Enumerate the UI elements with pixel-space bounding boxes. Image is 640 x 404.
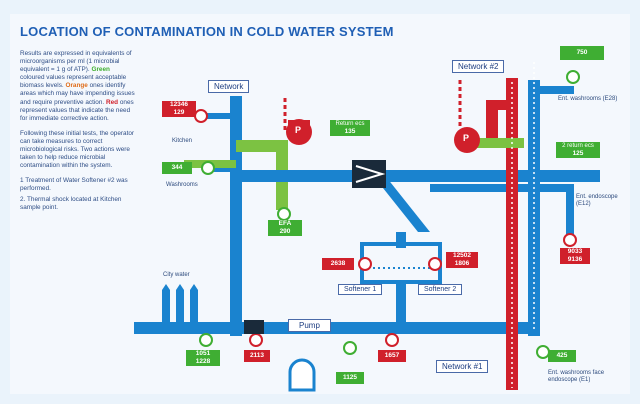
efa-label: EFA (278, 220, 292, 227)
description-actions: Following these initial tests, the opera… (20, 129, 135, 170)
kitchen-value-2: 129 (173, 109, 185, 116)
softener1-value: 2638 (330, 260, 346, 267)
softener-outlet (396, 280, 406, 324)
v2113-value: 2113 (249, 352, 265, 359)
v1657-value: 1657 (384, 352, 400, 359)
desc-p1-a: Results are expressed in equivalents of … (20, 50, 132, 74)
e28-label: Ent. washrooms (E28) (558, 96, 618, 102)
pipe-green-upper (236, 140, 284, 152)
endoscope-value-box: 9033 9136 (560, 248, 590, 264)
washrooms-value-box: 344 (162, 162, 192, 174)
softener2-value-box: 12502 1806 (446, 252, 478, 268)
desc-p1-b: coloured values represent acceptable bio… (20, 74, 127, 90)
sample-1125 (343, 341, 357, 355)
pump-left-body (286, 119, 312, 145)
description-action-2: 2. Thermal shock located at Kitchen samp… (20, 195, 122, 211)
desc-green: Green (91, 66, 110, 74)
pipe-city-water-3 (190, 290, 198, 324)
network-label: Network (208, 80, 250, 93)
e28-value: 750 (576, 49, 588, 56)
return-ecs-1-label: Return ecs (335, 121, 365, 127)
kitchen-label: Kitchen (172, 138, 193, 144)
v1657-box: 1657 (378, 350, 406, 362)
efa-value: 290 (279, 228, 291, 235)
pipe-diagonal (375, 178, 430, 232)
description: Results are expressed in equivalents of … (20, 50, 136, 219)
pipe-upper-horizontal (240, 170, 600, 182)
tank (288, 358, 316, 392)
sample-efa (277, 207, 291, 221)
pipe-e28-branch (540, 86, 574, 94)
washrooms-value: 344 (171, 164, 183, 171)
pipe-washrooms (212, 166, 232, 172)
face-endoscope-label: Ent. washrooms face endoscope (E1) (548, 370, 605, 383)
v1125-box: 1125 (336, 372, 364, 384)
return-ecs-2-box: 2 return ecs 125 (556, 142, 600, 158)
kitchen-value-1: 12346 (169, 101, 189, 108)
endoscope-label: Ent. endoscope (E12) (576, 194, 618, 207)
pipe-endoscope-drop (566, 184, 574, 238)
pipe-city-water-2 (176, 290, 184, 324)
desc-red: Red (105, 98, 119, 106)
sample-washrooms (201, 161, 215, 175)
city-water-label: City water (163, 272, 190, 278)
endoscope-value-2: 9136 (567, 256, 583, 263)
return-ecs-2-label: 2 return ecs (562, 143, 594, 149)
desc-p1-d: ones represent values that indicate the … (20, 98, 134, 122)
v1125-value: 1125 (342, 374, 358, 381)
e28-value-box: 750 (560, 46, 604, 60)
sample-city (199, 333, 213, 347)
diagram-title: LOCATION OF CONTAMINATION IN COLD WATER … (20, 24, 394, 39)
return-ecs-2-value: 125 (572, 150, 584, 157)
softener2-label: Softener 2 (418, 284, 463, 295)
pipe-red-center (486, 106, 498, 142)
return-ecs-1-value: 135 (344, 128, 356, 135)
desc-p1-c: ones identify areas which may have impen… (20, 82, 135, 106)
valve (244, 320, 264, 334)
network2-label: Network #2 (452, 60, 505, 73)
v2113-box: 2113 (244, 350, 270, 362)
softener1-label: Softener 1 (338, 284, 383, 295)
city-value-2: 1228 (195, 358, 211, 365)
return-ecs-1-box: Return ecs 135 (330, 120, 370, 136)
sample-2113 (249, 333, 263, 347)
pipe-green-right (470, 138, 524, 148)
network1-label: Network #1 (436, 360, 489, 373)
city-water-arrows (162, 284, 198, 290)
heat-exchanger-symbol (355, 165, 386, 183)
softener-inlet (396, 232, 406, 248)
pipe-kitchen (204, 113, 232, 119)
desc-orange: Orange (65, 82, 88, 90)
pump-label: Pump (288, 319, 331, 332)
sample-soft2 (428, 257, 442, 271)
sample-1657 (385, 333, 399, 347)
sample-soft1 (358, 257, 372, 271)
pipe-city-water-1 (162, 290, 170, 324)
v425-box: 425 (548, 350, 576, 362)
sample-e28 (566, 70, 580, 84)
pipe-red-top (486, 100, 518, 110)
city-value-box: 1051 1228 (186, 350, 220, 366)
v425-value: 425 (556, 352, 568, 359)
description-action-1: 1 Treatment of Water Softener #2 was per… (20, 177, 128, 193)
softener2-value-1: 12502 (452, 252, 472, 259)
pump-right-body (454, 127, 480, 153)
pump-left-symbol: P (295, 125, 302, 135)
softener1-value-box: 2638 (322, 258, 354, 270)
efa-value-box: EFA 290 (268, 220, 302, 236)
softener2-value-2: 1806 (454, 260, 470, 267)
washrooms-label: Washrooms (166, 182, 198, 188)
description-legend: Results are expressed in equivalents of … (20, 50, 136, 123)
pipe-endoscope-branch (430, 184, 574, 192)
endoscope-value-1: 9033 (567, 248, 583, 255)
kitchen-value-box: 12346 129 (162, 101, 196, 117)
sample-kitchen (194, 109, 208, 123)
city-value-1: 1051 (195, 350, 211, 357)
sample-endoscope (563, 233, 577, 247)
pipe-network-riser (230, 96, 242, 336)
pump-right-symbol: P (463, 133, 470, 143)
